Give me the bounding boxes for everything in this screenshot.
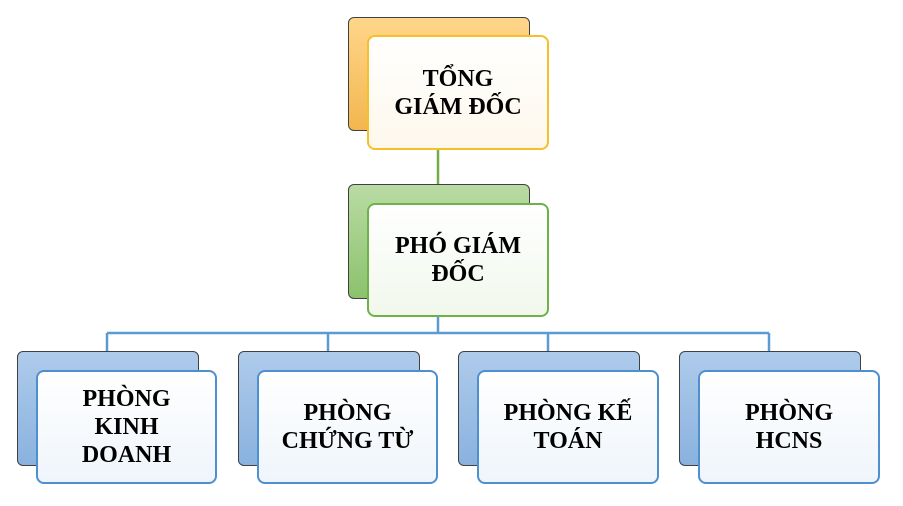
dept-label-ke-toan: PHÒNG KẾ TOÁN [503,400,633,454]
dept-box-kinh-doanh[interactable]: PHÒNG KINH DOANH [36,370,217,484]
dept-label-chung-tu: PHÒNG CHỨNG TỪ [281,400,414,454]
deputy-label: PHÓ GIÁM ĐỐC [395,233,521,287]
ceo-label: TỔNG GIÁM ĐỐC [394,65,522,120]
dept-box-hcns[interactable]: PHÒNG HCNS [698,370,880,484]
dept-label-hcns: PHÒNG HCNS [745,400,833,454]
dept-label-kinh-doanh: PHÒNG KINH DOANH [81,386,172,468]
deputy-box[interactable]: PHÓ GIÁM ĐỐC [367,203,549,317]
dept-box-chung-tu[interactable]: PHÒNG CHỨNG TỪ [257,370,438,484]
ceo-box[interactable]: TỔNG GIÁM ĐỐC [367,35,549,150]
dept-box-ke-toan[interactable]: PHÒNG KẾ TOÁN [477,370,659,484]
